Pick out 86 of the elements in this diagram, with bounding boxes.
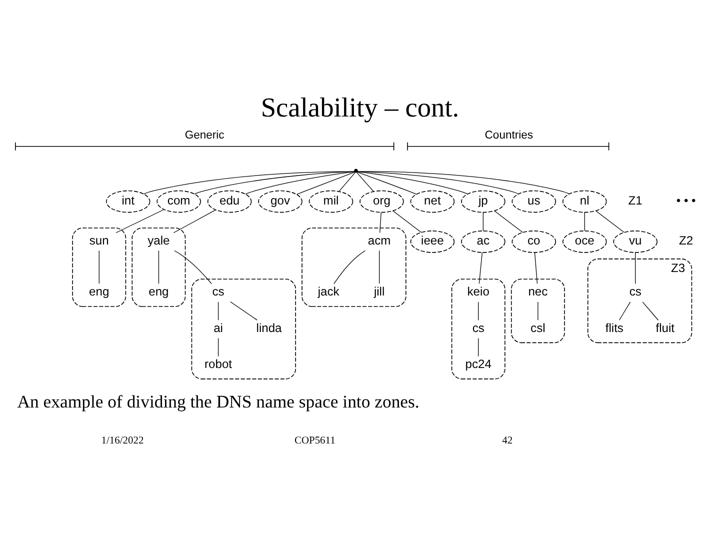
node-ellipse: com [156,190,201,212]
node-text: ai [214,320,223,334]
connector [230,300,258,320]
connector [635,252,636,284]
cluster [132,227,186,306]
node-ellipse: org [360,190,404,212]
connector [334,250,366,284]
cluster [451,278,506,379]
node-text: pc24 [465,356,492,371]
connector [356,170,519,194]
cluster [72,227,126,306]
node-text: nec [528,284,548,298]
node-ellipse: int [106,190,150,212]
connector [494,210,523,232]
connector [218,301,219,320]
connector [642,301,659,320]
connector [356,170,570,194]
label: • • • [676,192,696,207]
node-text: eng [89,284,110,298]
node-text: fluit [656,320,675,334]
node-ellipse: co [512,230,556,252]
connector [380,212,382,233]
node-text: acm [368,233,391,248]
node-ellipse: edu [207,190,252,212]
node-ellipse: mil [308,190,354,212]
connector [116,208,164,233]
node-point [354,168,358,172]
cluster [510,278,565,343]
node-text: jill [374,284,385,298]
node-text: linda [256,320,282,334]
label: 1/16/2022 [101,435,144,446]
cluster [302,227,406,306]
connector [174,250,212,284]
node-text: cs [212,284,224,298]
node-text: eng [148,284,169,298]
node-ellipse: nl [562,190,607,212]
node-ellipse: gov [258,190,302,212]
node-text: cs [629,284,642,298]
label: 42 [502,435,513,446]
connector [392,210,422,232]
connector [194,170,356,194]
connector [218,337,219,356]
connector [296,171,356,194]
node-label: Z3 [670,260,686,274]
connector [98,250,100,284]
label: Generic [184,128,224,141]
connector [534,252,538,284]
connector [478,337,479,356]
connector [356,170,468,194]
connector [143,170,355,194]
label: COP5611 [294,435,336,446]
node-ellipse: oce [562,230,607,252]
connector [245,170,356,194]
connector [596,210,624,232]
connector [356,171,374,192]
connector [338,171,356,192]
connector [356,171,417,194]
cluster [587,258,692,343]
node-ellipse: net [410,190,455,212]
node-text: jack [318,284,340,298]
node-text: flits [605,320,624,334]
node-ellipse: vu [613,230,658,252]
node-text: csl [530,320,546,334]
node-label: Z2 [679,233,694,248]
node-label: Z1 [628,192,642,207]
connector [584,212,585,231]
connector [173,209,216,233]
node-text: cs [472,320,484,334]
node-ellipse: jp [461,190,506,212]
cluster [191,278,296,379]
node-text: yale [148,233,170,248]
connector [379,250,380,284]
connector [478,301,479,320]
connector [158,250,160,284]
node-ellipse: ieee [410,230,455,252]
diagram-title: Scalability – cont. [260,92,460,122]
node-ellipse: ac [461,230,506,252]
node-text: keio [467,284,490,298]
node-ellipse: us [512,190,556,212]
node-text: robot [204,356,232,371]
connector [482,212,484,231]
label: Countries [484,128,534,141]
caption: An example of dividing the DNS name space into zones. [17,391,420,412]
connector [478,252,483,284]
connector [618,301,631,320]
node-text: sun [89,233,109,248]
